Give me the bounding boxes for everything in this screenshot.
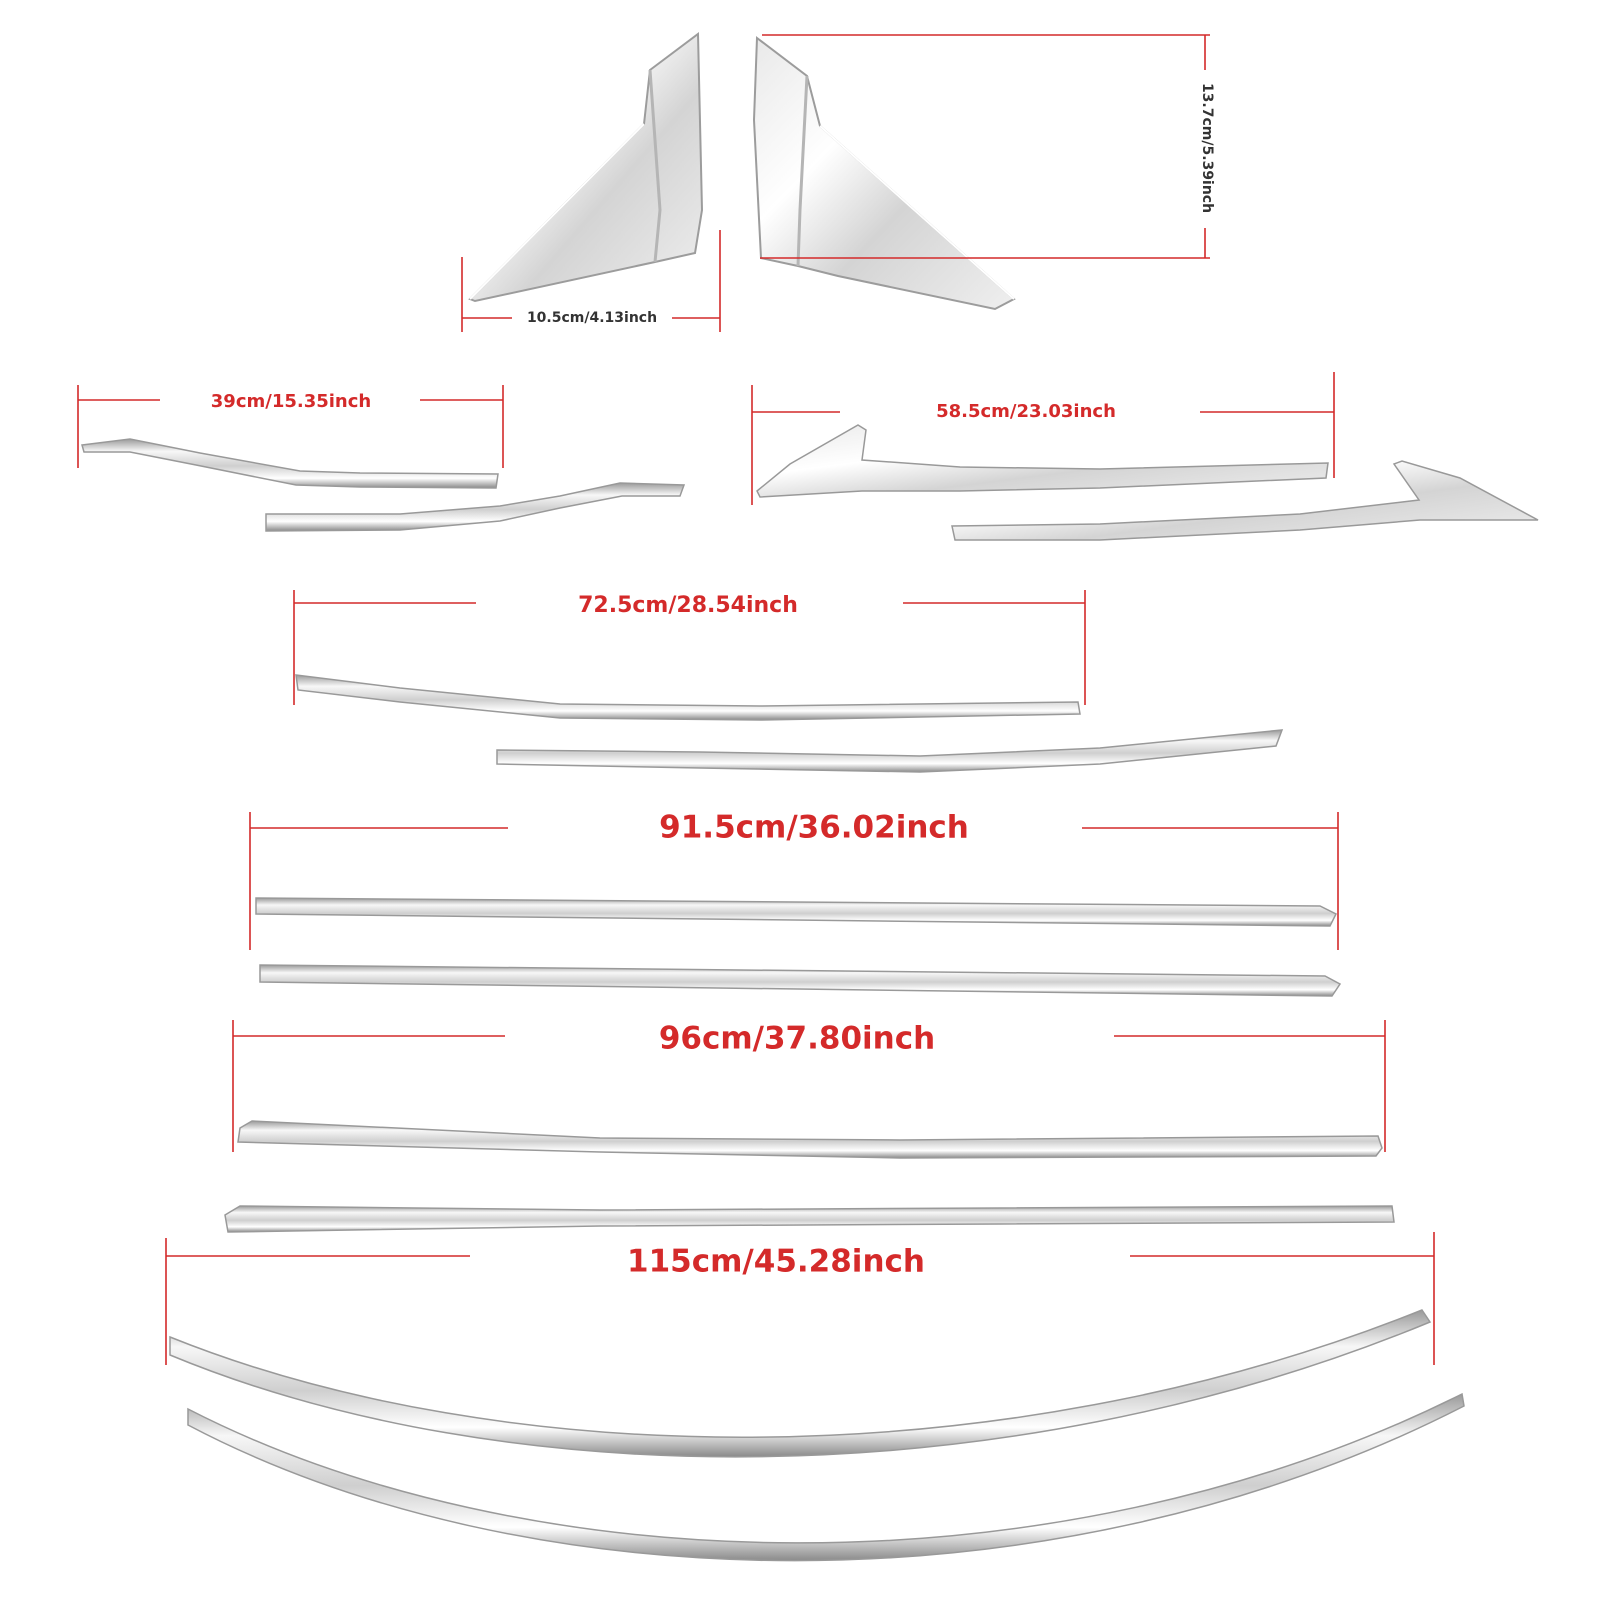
triangle-height-label: 13.7cm/5.39inch [1199, 82, 1215, 214]
trim-strip-72cm-a [295, 674, 1081, 721]
trim-strip-39cm-b [265, 482, 686, 532]
strip-115cm-label: 115cm/45.28inch [627, 1243, 925, 1280]
triangle-trim-right [752, 36, 1016, 311]
trim-strip-96cm-b [224, 1205, 1395, 1233]
strip-39cm-label: 39cm/15.35inch [210, 391, 372, 412]
strip-91cm-label: 91.5cm/36.02inch [659, 809, 969, 846]
trim-strip-58cm-a [756, 424, 1329, 498]
trim-strip-58cm-b [951, 460, 1539, 541]
triangle-trim-left [468, 32, 704, 303]
strip-96cm-label: 96cm/37.80inch [658, 1020, 936, 1057]
trim-strip-115cm-b [187, 1392, 1465, 1562]
trim-strip-96cm-a [237, 1120, 1383, 1159]
strip-72cm-label: 72.5cm/28.54inch [578, 593, 798, 618]
trim-strip-72cm-b [496, 729, 1284, 773]
strip-58cm-label: 58.5cm/23.03inch [936, 401, 1116, 422]
trim-strip-91cm-b [259, 964, 1342, 997]
trim-strip-39cm-a [81, 438, 499, 489]
trim-strip-115cm-a [169, 1309, 1432, 1458]
trim-strip-91cm-a [255, 897, 1338, 927]
triangle-width-label: 10.5cm/4.13inch [526, 310, 658, 326]
dimension-lines [77, 34, 1435, 1365]
